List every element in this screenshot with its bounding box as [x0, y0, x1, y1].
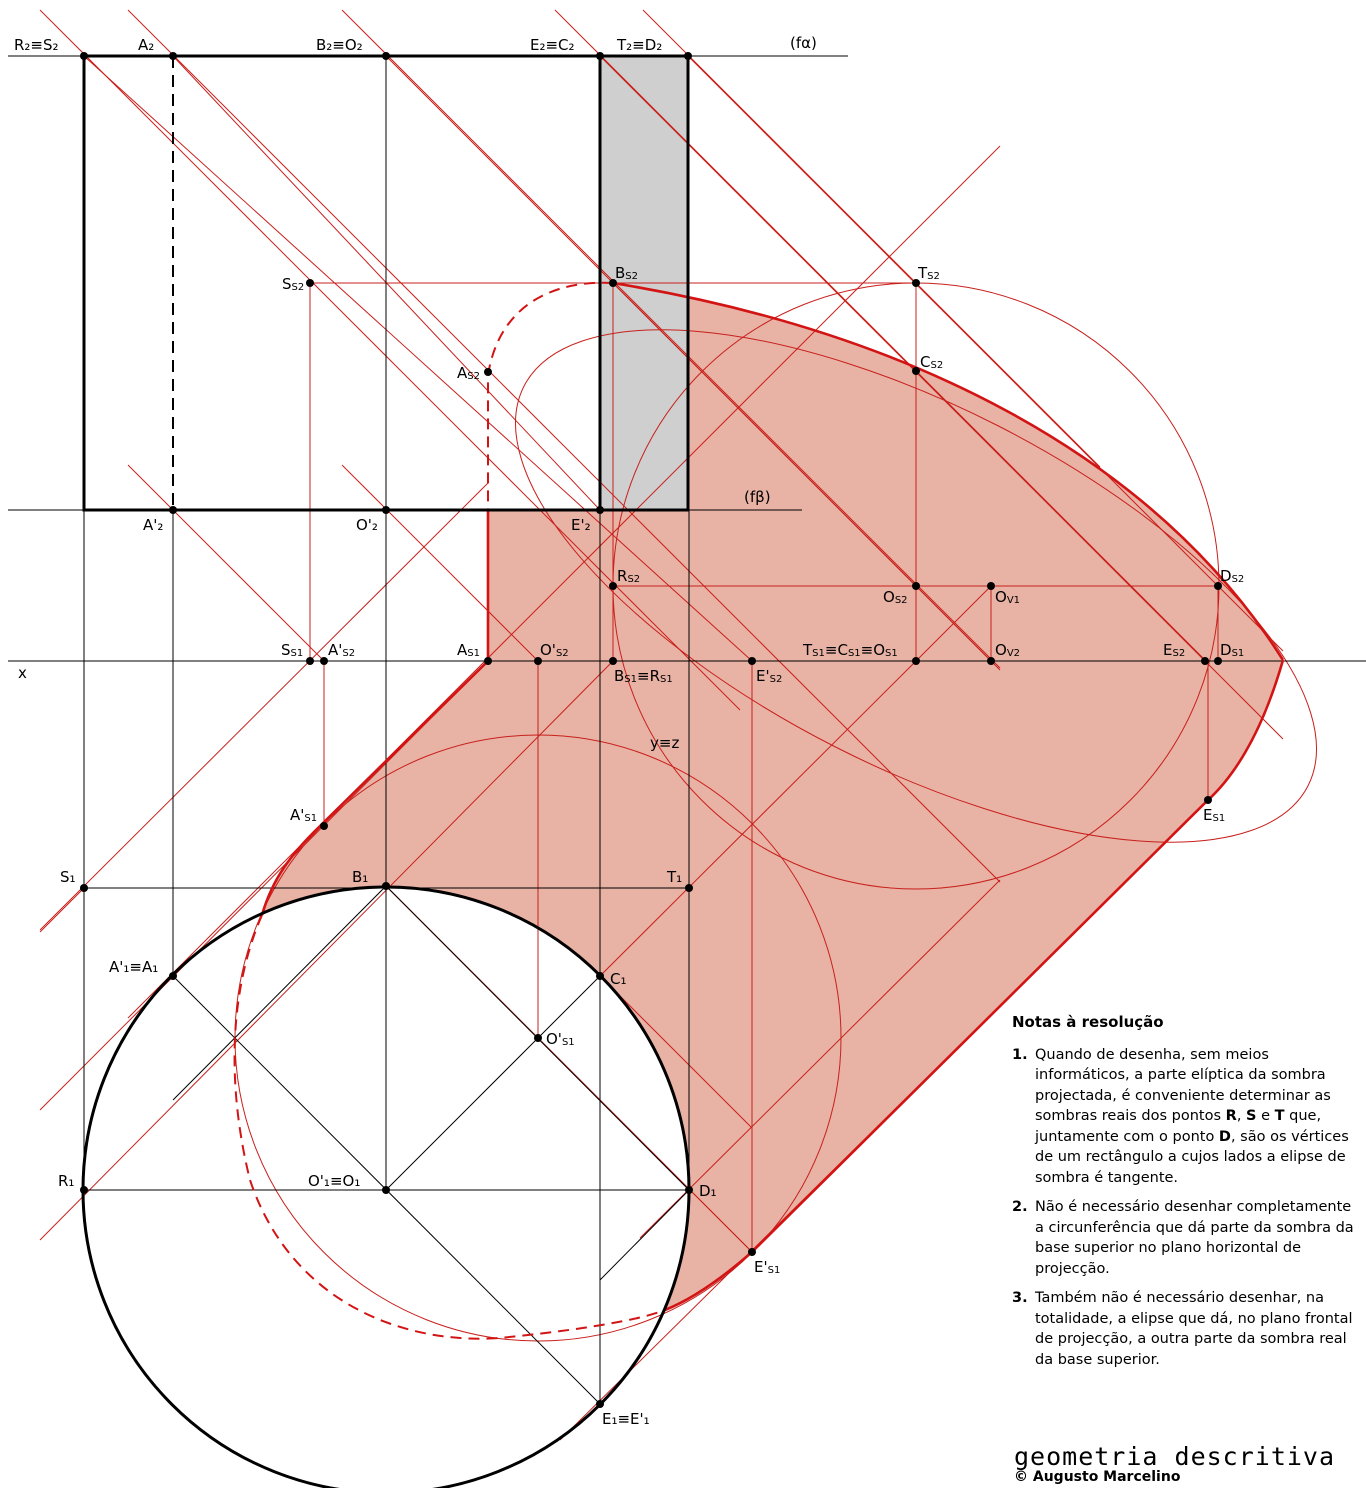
- note-number: 1.: [1012, 1046, 1028, 1063]
- label-a2-prime: A'₂: [143, 516, 163, 534]
- point-labels: R₂≡S₂ A₂ B₂≡O₂ E₂≡C₂ T₂≡D₂ (fα) (fβ) A'₂…: [14, 34, 1244, 1428]
- label-a1: A'₁≡A₁: [109, 958, 158, 976]
- label-d1: D₁: [699, 1182, 717, 1200]
- label-ds2: DS2: [1220, 567, 1244, 585]
- label-f-alpha: (fα): [790, 34, 817, 52]
- label-bs2: BS2: [615, 264, 638, 282]
- copyright: © Augusto Marcelino: [1014, 1469, 1181, 1485]
- note-item: 2. Não é necessário desenhar completament…: [1012, 1197, 1362, 1279]
- note-text: Quando de desenha, sem meios informático…: [1035, 1046, 1349, 1186]
- label-b1: B₁: [352, 868, 368, 886]
- notes-title: Notas à resolução: [1012, 1013, 1164, 1031]
- label-ds1: DS1: [1220, 641, 1244, 659]
- label-bs1-rs1: BS1≡RS1: [614, 667, 673, 685]
- label-as2: AS2: [457, 364, 480, 382]
- points: [80, 52, 1222, 1408]
- shadow-region-lower: [262, 283, 1283, 1310]
- note-number: 3.: [1012, 1290, 1028, 1306]
- label-o2-prime: O'₂: [356, 516, 378, 534]
- label-a2: A₂: [138, 36, 154, 54]
- label-f-beta: (fβ): [744, 488, 771, 506]
- label-ov1: OV1: [995, 588, 1020, 606]
- label-r1: R₁: [58, 1172, 74, 1190]
- label-e2c2: E₂≡C₂: [530, 36, 575, 54]
- label-os1-prime: O'S1: [546, 1030, 575, 1048]
- notes-list: 1. Quando de desenha, sem meios informáti…: [1012, 1045, 1362, 1371]
- label-es2-prime: E'S2: [756, 667, 782, 685]
- brand-title: geometria descritiva: [1014, 1442, 1336, 1471]
- label-os2-prime: O'S2: [540, 641, 569, 659]
- label-o1: O'₁≡O₁: [308, 1172, 360, 1190]
- note-text: Não é necessário desenhar completamente …: [1035, 1199, 1354, 1277]
- label-t2d2: T₂≡D₂: [616, 36, 662, 54]
- label-as1: AS1: [457, 641, 480, 659]
- label-as2-prime: A'S2: [328, 641, 355, 659]
- note-item: 1. Quando de desenha, sem meios informáti…: [1012, 1045, 1362, 1189]
- hidden-shadow-contour: [233, 281, 666, 1340]
- label-rs2: RS2: [617, 567, 640, 585]
- note-number: 2.: [1012, 1199, 1028, 1215]
- label-es2: ES2: [1163, 641, 1185, 659]
- label-y-z-axis: y≡z: [650, 734, 679, 752]
- label-os2: OS2: [883, 588, 908, 606]
- label-ts2: TS2: [917, 264, 940, 282]
- label-ss1: SS1: [281, 641, 303, 659]
- label-x-axis: x: [18, 664, 27, 682]
- label-e1: E₁≡E'₁: [602, 1410, 650, 1428]
- note-item: 3. Também não é necessário desenhar, na t…: [1012, 1288, 1362, 1370]
- resolution-notes: Notas à resolução 1. Quando de desenha, s…: [1012, 1012, 1362, 1379]
- label-c1: C₁: [610, 970, 627, 988]
- label-ov2: OV2: [995, 641, 1020, 659]
- label-e2-prime: E'₂: [571, 516, 591, 534]
- label-b2o2: B₂≡O₂: [316, 36, 363, 54]
- label-as1-prime: A'S1: [290, 806, 317, 824]
- label-cs2: CS2: [920, 353, 943, 371]
- label-r2s2: R₂≡S₂: [14, 36, 59, 54]
- label-s1: S₁: [60, 868, 76, 886]
- label-t1: T₁: [666, 868, 682, 886]
- label-es1-prime: E'S1: [754, 1258, 780, 1276]
- label-ts1-cs1-os1: TS1≡CS1≡OS1: [802, 641, 898, 659]
- note-text: Também não é necessário desenhar, na tot…: [1035, 1290, 1353, 1368]
- shadow-contour: [260, 281, 1285, 1312]
- label-ss2: SS2: [282, 275, 304, 293]
- label-es1: ES1: [1203, 806, 1225, 824]
